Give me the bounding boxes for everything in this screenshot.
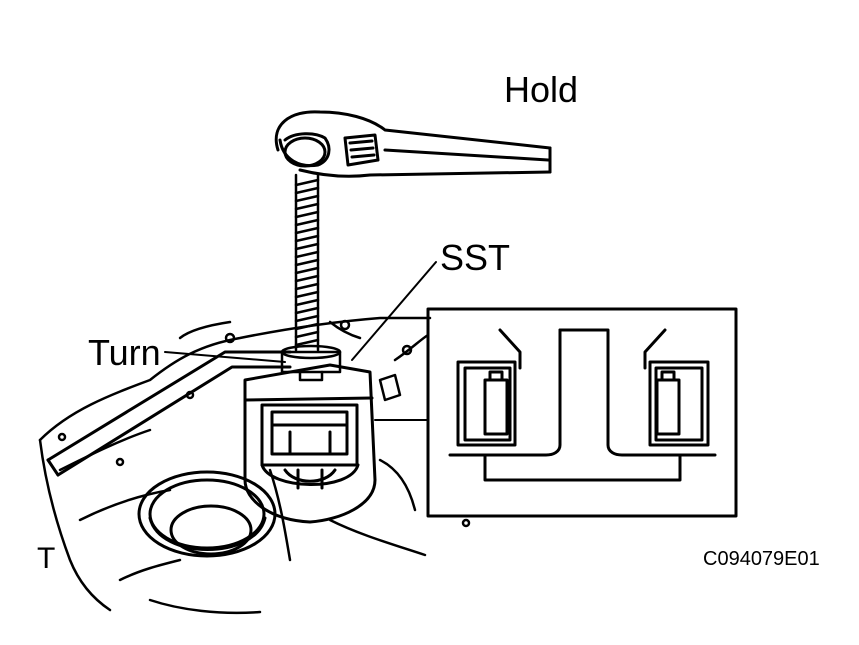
detail-inset bbox=[426, 307, 738, 518]
figure-code-label: C094079E01 bbox=[703, 548, 820, 570]
turn-label: Turn bbox=[88, 332, 161, 373]
hold-label: Hold bbox=[504, 69, 579, 110]
wrench bbox=[274, 110, 552, 178]
threaded-rod bbox=[280, 173, 342, 382]
corner-mark-label: T bbox=[37, 542, 56, 575]
case-bore bbox=[137, 470, 277, 558]
sst-tool bbox=[243, 363, 377, 524]
sst-label: SST bbox=[440, 237, 511, 278]
leader-lines bbox=[164, 261, 437, 421]
turn-bar bbox=[46, 350, 292, 477]
